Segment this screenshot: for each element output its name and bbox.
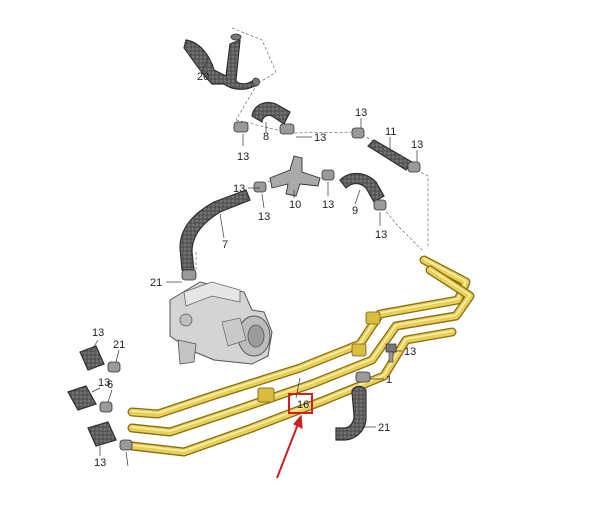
part-label: 13 (411, 139, 423, 151)
part-label: 16 (297, 399, 309, 411)
part-label: 21 (113, 339, 125, 351)
part-label: 1 (386, 374, 392, 386)
part-label: 13 (237, 151, 249, 163)
highlight-box (288, 393, 313, 414)
part-label: 13 (98, 377, 110, 389)
part-label: 7 (222, 239, 228, 251)
part-label: 13 (314, 132, 326, 144)
hose-9 (339, 172, 387, 211)
part-label: 13 (322, 199, 334, 211)
hose-7 (179, 189, 251, 281)
part-label: 13 (92, 327, 104, 339)
part-label: 10 (289, 199, 301, 211)
hose-16 (335, 371, 371, 441)
part-label: 13 (94, 457, 106, 469)
part-label: 9 (352, 205, 358, 217)
part-label: 21 (150, 277, 162, 289)
part-label: 20 (197, 71, 209, 83)
part-label: 13 (375, 229, 387, 241)
part-label: 8 (263, 131, 269, 143)
part-label: 11 (385, 126, 396, 138)
part-labels: 20 8 13 13 13 11 13 13 10 13 9 13 7 13 2… (92, 71, 423, 469)
part-label: 21 (378, 422, 390, 434)
arrow-icon (276, 414, 303, 479)
leader-lines (91, 57, 418, 467)
part-label: 13 (258, 211, 270, 223)
part-label: 13 (233, 183, 245, 195)
coolant-pipe-1 (127, 255, 475, 457)
hose-8 (233, 101, 295, 135)
hoses-21 (67, 345, 133, 451)
bolt-6 (385, 343, 397, 363)
part-label: 13 (355, 107, 367, 119)
t-piece-10 (253, 155, 335, 197)
part-label: 6 (107, 379, 113, 391)
heater-unit (169, 281, 273, 365)
hose-11 (351, 127, 421, 173)
hose-20 (183, 33, 260, 90)
part-label: 13 (404, 346, 416, 358)
